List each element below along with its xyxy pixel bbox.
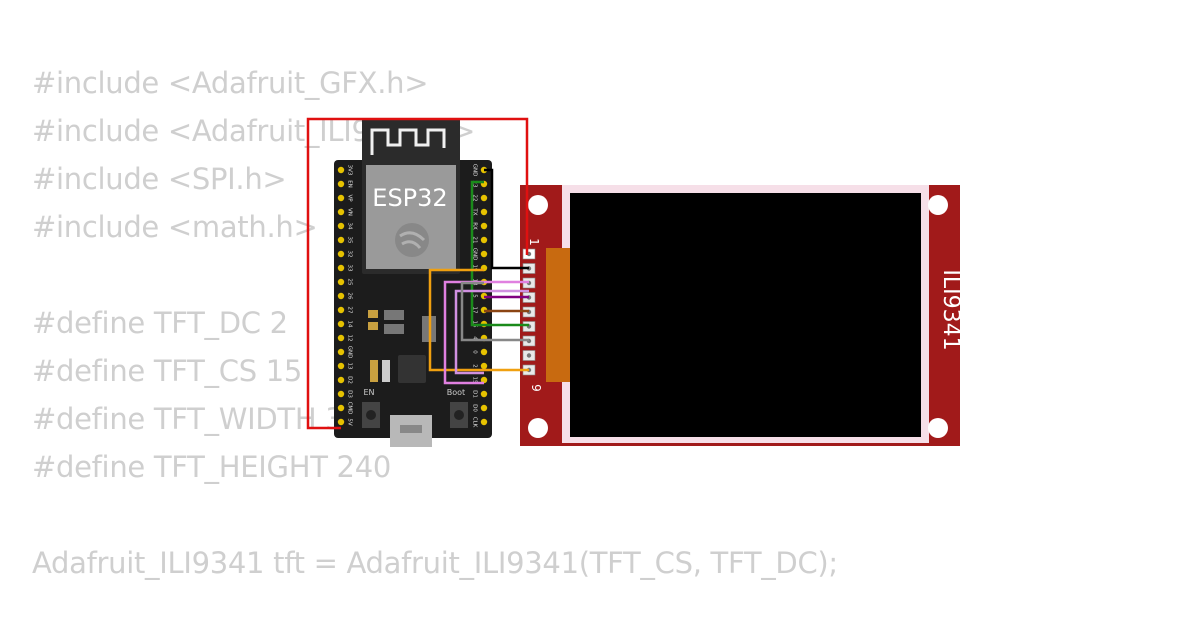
wire-ground[interactable] xyxy=(484,168,529,270)
code-line: #include <SPI.h> xyxy=(32,162,287,196)
mount-hole xyxy=(928,195,948,215)
header-pin[interactable] xyxy=(337,166,345,174)
display-pin-last-label: 9 xyxy=(529,384,543,392)
header-pin[interactable] xyxy=(480,208,488,216)
pin-label: D0 xyxy=(472,404,478,412)
header-pin[interactable] xyxy=(337,376,345,384)
header-pin[interactable] xyxy=(480,362,488,370)
pin-label: CLK xyxy=(472,417,478,428)
pin-label: VP xyxy=(347,194,353,202)
header-pin[interactable] xyxy=(337,418,345,426)
antenna-icon xyxy=(370,128,446,155)
mount-hole xyxy=(528,418,548,438)
header-pin[interactable] xyxy=(480,250,488,258)
code-line: #define TFT_CS 15 xyxy=(32,354,303,388)
pin-label: 15 xyxy=(472,377,478,384)
pin-label: 12 xyxy=(347,335,353,342)
header-pin[interactable] xyxy=(337,390,345,398)
pin-label: D1 xyxy=(472,390,478,398)
display-screen xyxy=(570,193,921,437)
pin-label: 33 xyxy=(347,265,353,272)
header-pin[interactable] xyxy=(480,222,488,230)
header-pin[interactable] xyxy=(337,334,345,342)
pin-label: 23 xyxy=(472,181,478,188)
pin-label: 14 xyxy=(347,321,353,328)
pin-label: GND xyxy=(472,164,478,177)
header-pin[interactable] xyxy=(480,404,488,412)
pin-label: 0 xyxy=(472,350,478,354)
wire-power[interactable] xyxy=(306,117,529,430)
pin-label: RX xyxy=(472,222,478,230)
pin-label: 19 xyxy=(472,265,478,272)
header-pin[interactable] xyxy=(337,194,345,202)
pin-label: 27 xyxy=(347,307,353,314)
header-pin[interactable] xyxy=(480,348,488,356)
en-label: EN xyxy=(363,388,374,397)
mount-hole xyxy=(528,195,548,215)
pin-label: 17 xyxy=(472,307,478,314)
wires xyxy=(306,117,529,430)
header-pin[interactable] xyxy=(337,250,345,258)
header-pin[interactable] xyxy=(337,362,345,370)
pin-label: 5 xyxy=(472,294,478,298)
pin-label: 35 xyxy=(347,237,353,244)
header-pin[interactable] xyxy=(337,264,345,272)
pin-label: GND xyxy=(472,248,478,261)
pin-label: D2 xyxy=(347,376,353,384)
pin-label: 34 xyxy=(347,223,353,230)
pin-label: 22 xyxy=(472,195,478,202)
code-line: #define TFT_HEIGHT 240 xyxy=(32,450,392,484)
pin-label: CMD xyxy=(347,402,353,415)
code-line: Adafruit_ILI9341 tft = Adafruit_ILI9341(… xyxy=(32,546,838,580)
pin-label: 4 xyxy=(472,336,478,340)
pin-label: TX xyxy=(472,207,478,215)
code-line: #include <math.h> xyxy=(32,210,318,244)
header-pin[interactable] xyxy=(337,278,345,286)
pin-label: 25 xyxy=(347,279,353,286)
pin-label: 13 xyxy=(347,363,353,370)
esp32-module-label: ESP32 xyxy=(372,184,447,212)
display-pin-first-label: 1 xyxy=(527,238,541,246)
esp32-board[interactable]: ESP32 EN Boot 3V3ENVPVN34353233252627141… xyxy=(334,118,492,447)
header-pin[interactable] xyxy=(480,194,488,202)
wire-gray[interactable] xyxy=(460,281,529,342)
header-pin[interactable] xyxy=(337,348,345,356)
header-pin[interactable] xyxy=(480,418,488,426)
pin-label: 2 xyxy=(472,364,478,368)
pin-label: 5V xyxy=(347,418,353,425)
wire-pink[interactable] xyxy=(443,280,529,385)
header-pin[interactable] xyxy=(337,208,345,216)
ili9341-display[interactable]: ILI9341 1 9 xyxy=(520,185,963,446)
pin-label: VN xyxy=(347,208,353,216)
header-pin[interactable] xyxy=(337,292,345,300)
header-pin[interactable] xyxy=(337,320,345,328)
pin-label: 32 xyxy=(347,251,353,258)
pin-label: D3 xyxy=(347,390,353,398)
boot-label: Boot xyxy=(447,388,465,397)
header-pin[interactable] xyxy=(337,222,345,230)
wire-orange[interactable] xyxy=(428,268,529,372)
pin-label: 26 xyxy=(347,293,353,300)
wire-violet[interactable] xyxy=(454,289,529,375)
wire-green[interactable] xyxy=(470,180,529,327)
header-pin[interactable] xyxy=(480,390,488,398)
pin-label: 21 xyxy=(472,237,478,244)
display-label: ILI9341 xyxy=(938,269,963,350)
espressif-logo-icon xyxy=(395,223,429,257)
header-pin[interactable] xyxy=(480,376,488,384)
code-line: #include <Adafruit_GFX.h> xyxy=(32,66,429,100)
header-pin[interactable] xyxy=(337,306,345,314)
header-pin[interactable] xyxy=(337,236,345,244)
header-pin[interactable] xyxy=(337,180,345,188)
code-line: #define TFT_DC 2 xyxy=(32,306,288,340)
mount-hole xyxy=(928,418,948,438)
header-pin[interactable] xyxy=(337,404,345,412)
header-pin[interactable] xyxy=(480,236,488,244)
pin-label: 3V3 xyxy=(347,165,353,176)
pin-label: EN xyxy=(347,180,353,188)
pin-label: GND xyxy=(347,346,353,359)
